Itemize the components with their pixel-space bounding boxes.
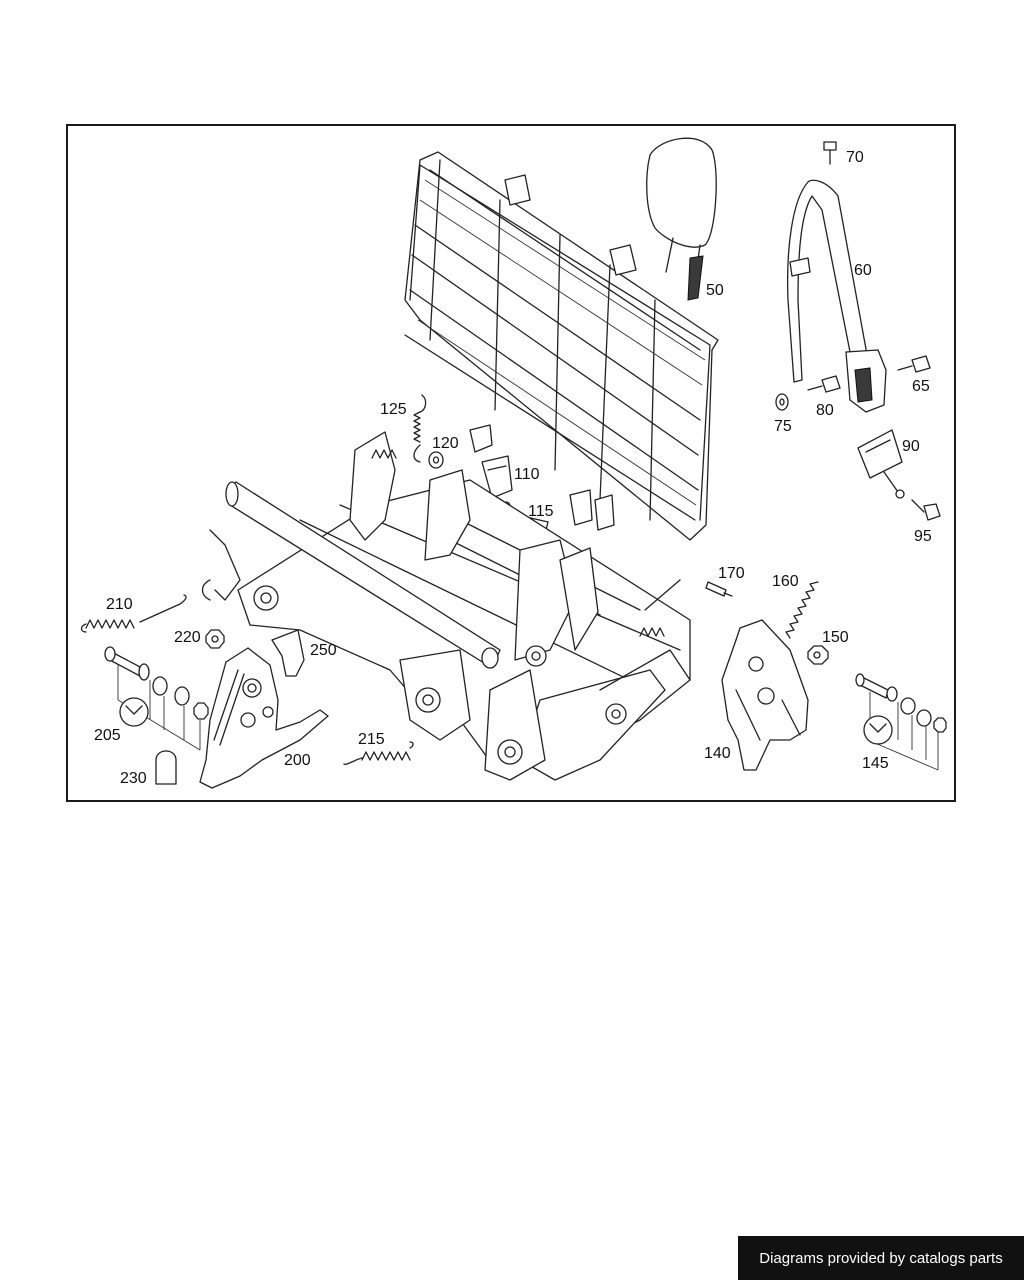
callout-110: 110 bbox=[514, 466, 540, 483]
callout-215: 215 bbox=[358, 731, 385, 748]
spring-160 bbox=[785, 581, 819, 639]
callout-75: 75 bbox=[774, 418, 792, 435]
callout-220: 220 bbox=[174, 629, 201, 646]
callout-50: 50 bbox=[706, 282, 724, 299]
callout-90: 90 bbox=[902, 438, 920, 455]
washer-220 bbox=[205, 629, 225, 649]
spring-215 bbox=[343, 741, 414, 766]
callout-160: 160 bbox=[772, 573, 799, 590]
callout-60: 60 bbox=[854, 262, 872, 279]
hardware-set-205 bbox=[104, 646, 209, 751]
callout-65: 65 bbox=[912, 378, 930, 395]
callout-115: 115 bbox=[528, 503, 554, 520]
callout-95: 95 bbox=[914, 528, 932, 545]
callout-230: 230 bbox=[120, 770, 147, 787]
callout-140: 140 bbox=[704, 745, 731, 762]
callout-150: 150 bbox=[822, 629, 849, 646]
washer-150 bbox=[807, 645, 829, 665]
callout-205: 205 bbox=[94, 727, 121, 744]
callout-125: 125 bbox=[380, 401, 407, 418]
buckle-90 bbox=[857, 429, 905, 499]
callout-200: 200 bbox=[284, 752, 311, 769]
spring-125 bbox=[413, 394, 427, 463]
seat-back-frame bbox=[404, 151, 719, 541]
washer-75 bbox=[775, 393, 789, 411]
bolt-80 bbox=[807, 375, 841, 393]
credit-banner: Diagrams provided by catalogs parts bbox=[738, 1236, 1024, 1280]
seat-base-mechanism bbox=[201, 431, 691, 781]
headrest bbox=[646, 137, 717, 301]
credit-text: Diagrams provided by catalogs parts bbox=[759, 1249, 1003, 1267]
callout-labels: 70 60 50 65 80 75 90 95 125 120 110 115 … bbox=[94, 149, 932, 787]
bolt-65 bbox=[897, 355, 931, 373]
spring-210 bbox=[80, 594, 187, 633]
callout-250: 250 bbox=[310, 642, 337, 659]
lever-250 bbox=[271, 629, 305, 677]
cap-230 bbox=[155, 750, 177, 785]
hardware-set-145 bbox=[855, 673, 947, 771]
bolt-95 bbox=[911, 499, 941, 521]
callout-70: 70 bbox=[846, 149, 864, 166]
screw-170 bbox=[705, 581, 733, 597]
callout-120: 120 bbox=[432, 435, 459, 452]
callout-210: 210 bbox=[106, 596, 133, 613]
hinge-200 bbox=[199, 647, 329, 789]
washer-120 bbox=[428, 451, 444, 469]
bracket-140 bbox=[721, 619, 809, 771]
callout-80: 80 bbox=[816, 402, 834, 419]
callout-145: 145 bbox=[862, 755, 889, 772]
seat-belt bbox=[787, 141, 887, 413]
callout-170: 170 bbox=[718, 565, 745, 582]
